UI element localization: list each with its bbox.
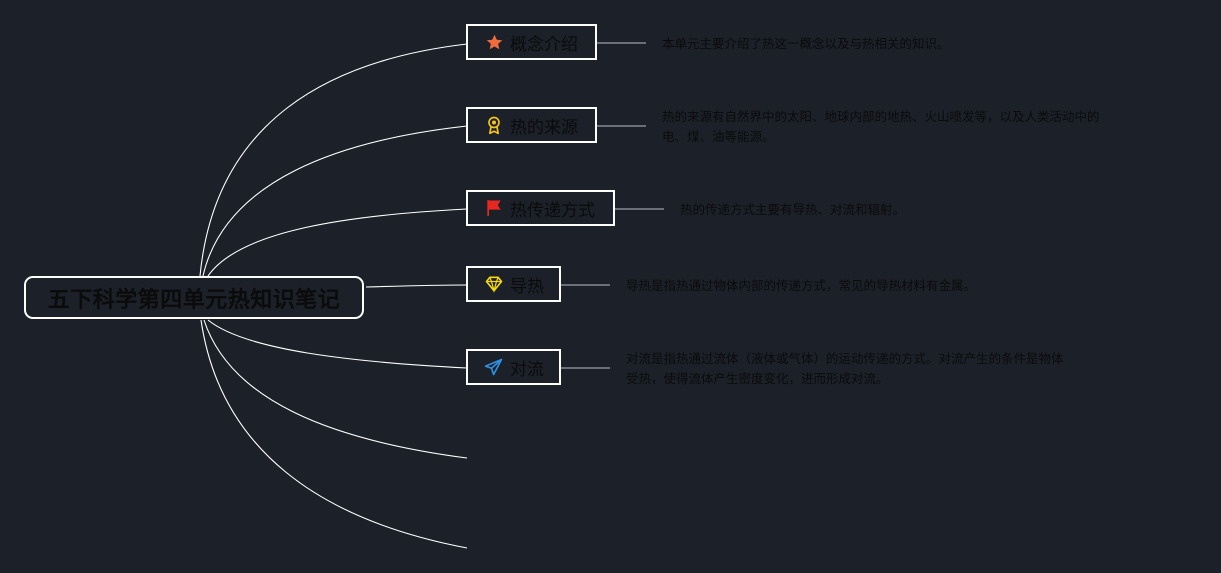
topic-concept-intro[interactable]: 概念介绍 bbox=[466, 24, 597, 60]
topic-heat-transfer[interactable]: 热传递方式 bbox=[466, 190, 615, 226]
branch-curve-7 bbox=[200, 319, 468, 549]
note-line: 热的来源有自然界中的太阳、地球内部的地热、火山喷发等，以及人类活动中的 bbox=[662, 109, 1100, 124]
flag-icon bbox=[484, 198, 504, 218]
central-topic[interactable]: 五下科学第四单元热知识笔记 bbox=[24, 276, 364, 319]
branch-curve-4 bbox=[365, 284, 468, 288]
paper-plane-icon bbox=[484, 357, 504, 377]
note-heat-transfer: 热的传递方式主要有导热、对流和辐射。 bbox=[680, 200, 905, 220]
topic-label: 对流 bbox=[510, 359, 544, 380]
topic-label: 热的来源 bbox=[510, 117, 578, 138]
note-concept-intro: 本单元主要介绍了热这一概念以及与热相关的知识。 bbox=[662, 34, 950, 54]
note-line: 热的传递方式主要有导热、对流和辐射。 bbox=[680, 202, 906, 217]
topic-heat-sources[interactable]: 热的来源 bbox=[466, 107, 597, 143]
star-icon bbox=[484, 32, 504, 52]
topic-label: 热传递方式 bbox=[510, 200, 595, 221]
branch-curve-5 bbox=[207, 319, 468, 369]
award-medal-icon bbox=[484, 115, 504, 135]
topic-convection[interactable]: 对流 bbox=[466, 349, 561, 385]
topic-label: 概念介绍 bbox=[510, 34, 578, 55]
branch-curve-3 bbox=[207, 208, 468, 277]
branch-curve-6 bbox=[203, 319, 468, 459]
note-convection: 对流是指热通过流体（液体或气体）的运动传递的方式。对流产生的条件是物体 受热，使… bbox=[626, 349, 1064, 389]
topic-conduction[interactable]: 导热 bbox=[466, 266, 561, 302]
note-line: 导热是指热通过物体内部的传递方式，常见的导热材料有金属。 bbox=[626, 278, 977, 293]
note-line: 对流是指热通过流体（液体或气体）的运动传递的方式。对流产生的条件是物体 bbox=[626, 351, 1064, 366]
note-line: 受热，使得流体产生密度变化，进而形成对流。 bbox=[626, 371, 889, 386]
branch-curve-2 bbox=[202, 125, 468, 277]
topic-label: 导热 bbox=[510, 276, 544, 297]
note-line: 本单元主要介绍了热这一概念以及与热相关的知识。 bbox=[662, 36, 950, 51]
note-heat-sources: 热的来源有自然界中的太阳、地球内部的地热、火山喷发等，以及人类活动中的 电、煤、… bbox=[662, 107, 1100, 147]
note-conduction: 导热是指热通过物体内部的传递方式，常见的导热材料有金属。 bbox=[626, 276, 976, 296]
central-topic-label: 五下科学第四单元热知识笔记 bbox=[47, 287, 341, 313]
diamond-icon bbox=[484, 274, 504, 294]
note-line: 电、煤、油等能源。 bbox=[662, 129, 775, 144]
branch-curve-1 bbox=[199, 43, 468, 277]
